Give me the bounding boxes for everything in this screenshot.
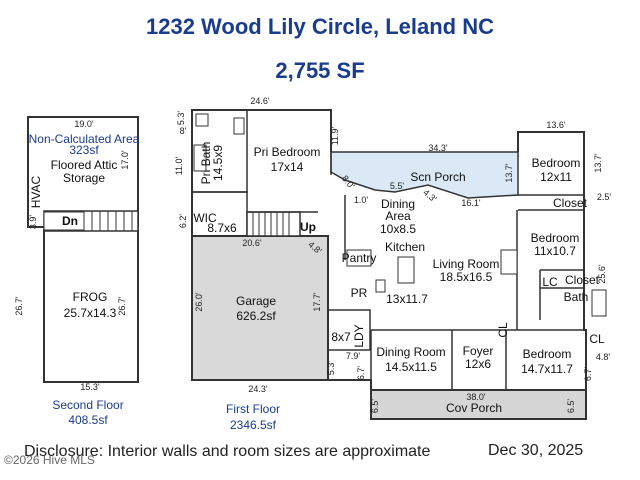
dining-area-size: 10x8.5 bbox=[380, 222, 416, 236]
noncalc-title: Non-Calculated Area bbox=[29, 132, 140, 146]
dim-20-6: 20.6' bbox=[242, 238, 262, 248]
frog-size: 25.7x14.3 bbox=[64, 306, 117, 320]
laundry-size: 8x7 bbox=[331, 330, 351, 344]
dim-6-5a: 6.5' bbox=[370, 399, 380, 414]
dim-24-3: 24.3' bbox=[248, 384, 268, 394]
bedroom1-size: 12x11 bbox=[540, 170, 572, 184]
dim-16-1: 16.1' bbox=[461, 198, 481, 208]
first-floor-sf: 2346.5sf bbox=[230, 418, 277, 432]
dim-11-9: 11.9' bbox=[330, 126, 340, 145]
dining-area-name2: Area bbox=[385, 209, 411, 223]
stair-up-label: Up bbox=[300, 220, 316, 234]
address-title: 1232 Wood Lily Circle, Leland NC bbox=[145, 14, 494, 39]
dim-sf-left-small: 3.9' bbox=[28, 215, 38, 230]
garage-name: Garage bbox=[236, 294, 276, 308]
bedroom3-name: Bedroom bbox=[523, 347, 572, 361]
cl1-label: CL bbox=[496, 322, 510, 338]
first-floor-walls bbox=[191, 109, 607, 420]
scn-porch-name: Scn Porch bbox=[410, 170, 465, 184]
cov-porch-name: Cov Porch bbox=[446, 401, 502, 415]
garage-size: 626.2sf bbox=[236, 309, 276, 323]
dim-sf-top: 19.0' bbox=[74, 119, 94, 129]
dim-5-5: 5.5' bbox=[390, 181, 405, 191]
pr-label: PR bbox=[351, 286, 368, 300]
dim-24-6: 24.6' bbox=[250, 96, 270, 106]
foyer-size: 12x6 bbox=[465, 357, 491, 371]
dim-6-7b: 6.7' bbox=[583, 367, 593, 382]
pri-bath-size: 14.5x9 bbox=[211, 145, 225, 181]
dim-2-5: 2.5' bbox=[597, 192, 612, 202]
lc-label: LC bbox=[542, 275, 558, 289]
pri-bed-name: Pri Bedroom bbox=[254, 145, 321, 159]
dim-sf-right: 26.7' bbox=[117, 296, 127, 316]
dim-26-0: 26.0' bbox=[194, 292, 204, 312]
stair-down-label: Dn bbox=[62, 214, 78, 228]
second-floor-label: Second Floor bbox=[52, 398, 123, 412]
kitchen-size: 13x11.7 bbox=[386, 292, 428, 306]
dim-4-8b: 4.8' bbox=[596, 352, 611, 362]
dim-sf-right-top: 17.0' bbox=[120, 150, 130, 170]
attic-label-2: Storage bbox=[63, 171, 105, 185]
second-floor-sf: 408.5sf bbox=[68, 413, 108, 427]
date-text: Dec 30, 2025 bbox=[488, 442, 584, 459]
dim-6-2: 6.2' bbox=[178, 214, 188, 229]
foyer-name: Foyer bbox=[463, 344, 494, 358]
dim-25-6: 25.6' bbox=[597, 264, 607, 284]
dining-area-name: Dining bbox=[381, 197, 415, 211]
closet1-label: Closet bbox=[553, 196, 588, 210]
dim-17-7: 17.7' bbox=[312, 292, 322, 312]
cl2-label: CL bbox=[589, 332, 605, 346]
noncalc-sf: 323sf bbox=[69, 143, 99, 157]
dim-13-6: 13.6' bbox=[546, 120, 566, 130]
dim-34-3: 34.3' bbox=[428, 143, 448, 153]
dining-room-name: Dining Room bbox=[376, 345, 445, 359]
wic-name: WIC bbox=[193, 211, 217, 225]
total-sf-title: 2,755 SF bbox=[275, 58, 365, 83]
bedroom2-size: 11x10.7 bbox=[534, 244, 576, 258]
attic-label-1: Floored Attic bbox=[51, 158, 118, 172]
bedroom1-name: Bedroom bbox=[532, 156, 581, 170]
dim-38-0: 38.0' bbox=[466, 392, 486, 402]
pantry-label: Pantry bbox=[342, 251, 377, 265]
pri-bed-size: 17x14 bbox=[271, 160, 304, 174]
bedroom3-size: 14.7x11.7 bbox=[521, 362, 573, 376]
first-floor-label: First Floor bbox=[226, 402, 280, 416]
bath-label: Bath bbox=[564, 290, 589, 304]
living-size: 18.5x16.5 bbox=[440, 270, 493, 284]
dim-8: 8' bbox=[180, 126, 187, 136]
dim-sf-left: 26.7' bbox=[14, 296, 24, 316]
closet2-label: Closet bbox=[565, 273, 600, 287]
laundry-name: LDY bbox=[352, 324, 366, 347]
dim-5-3: 5.3' bbox=[176, 111, 186, 126]
dim-5-3b: 5.3' bbox=[326, 361, 336, 376]
dim-sf-bottom: 15.3' bbox=[80, 382, 100, 392]
dim-11-0: 11.0' bbox=[174, 156, 184, 175]
living-name: Living Room bbox=[433, 257, 500, 271]
copyright-text: ©2026 Hive MLS bbox=[4, 453, 95, 467]
wic-size: 8.7x6 bbox=[207, 221, 237, 235]
dim-6-5b: 6.5' bbox=[566, 399, 576, 414]
second-floor-plan bbox=[27, 116, 139, 383]
frog-name: FROG bbox=[73, 290, 108, 304]
dim-1-0: 1.0' bbox=[354, 195, 369, 205]
dim-7-9: 7.9' bbox=[346, 351, 361, 361]
hvac-label: HVAC bbox=[29, 175, 43, 208]
pri-bath-name: Pri Bath bbox=[199, 142, 213, 185]
dining-room-size: 14.5x11.5 bbox=[385, 360, 437, 374]
bedroom2-name: Bedroom bbox=[531, 231, 580, 245]
dim-4-3: 4.3' bbox=[421, 187, 439, 204]
disclosure-text: Disclosure: Interior walls and room size… bbox=[24, 443, 431, 460]
dim-13-7a: 13.7' bbox=[504, 163, 514, 183]
kitchen-name: Kitchen bbox=[385, 240, 425, 254]
dim-13-7b: 13.7' bbox=[593, 153, 603, 173]
dim-6-7a: 6.7' bbox=[356, 366, 366, 381]
